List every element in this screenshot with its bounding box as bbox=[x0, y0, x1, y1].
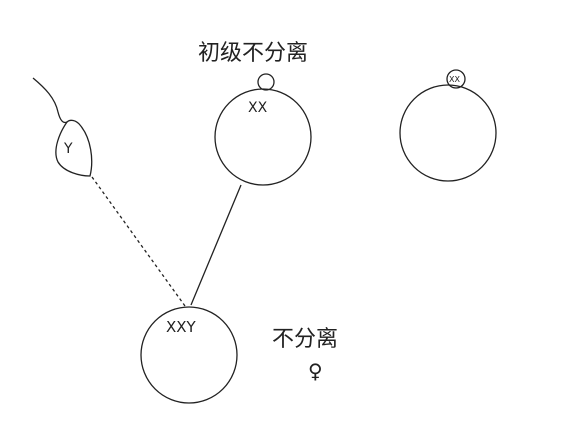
sperm-head bbox=[55, 119, 93, 177]
oocyte-cell bbox=[214, 88, 312, 186]
xx-polar-body bbox=[446, 69, 466, 89]
sperm-tail bbox=[32, 77, 68, 124]
small-polar-body bbox=[257, 73, 275, 91]
fertilization-dashed-line bbox=[91, 176, 186, 307]
sperm-chromosome-label: Y bbox=[63, 141, 73, 157]
zygote-cell bbox=[140, 306, 238, 404]
polar-body-chromosome-label: XX bbox=[449, 75, 460, 84]
nondisjunction-label: 不分离 bbox=[272, 327, 338, 352]
oocyte-chromosome-label: XX bbox=[248, 100, 268, 116]
right-cell bbox=[399, 84, 497, 182]
zygote-chromosome-label: XXY bbox=[166, 318, 197, 336]
primary-nondisjunction-label: 初级不分离 bbox=[198, 41, 308, 66]
female-symbol: ♀ bbox=[308, 359, 323, 383]
oocyte-to-zygote-line bbox=[190, 184, 242, 306]
